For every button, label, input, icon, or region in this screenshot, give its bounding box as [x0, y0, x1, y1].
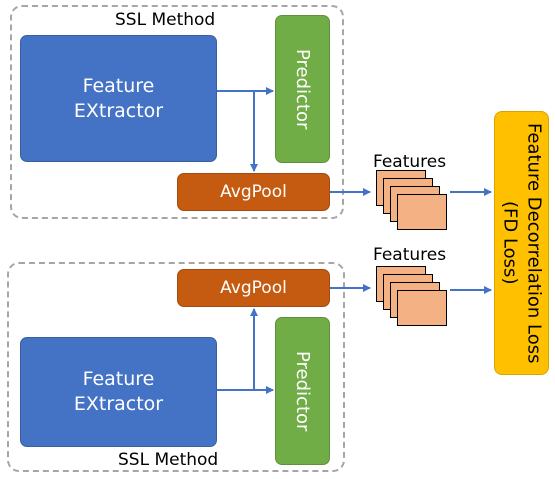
fd-loss-box: Feature Decorrelation Loss(FD Loss) — [494, 111, 549, 375]
top-ssl-method-frame — [10, 5, 344, 219]
top-avgpool-label: AvgPool — [220, 182, 287, 202]
bottom-avgpool-label: AvgPool — [220, 278, 287, 298]
bottom-ssl-method-title: SSL Method — [118, 450, 219, 470]
top-extractor-line-2: EXtractor — [73, 99, 164, 122]
top-ssl-method-title: SSL Method — [115, 10, 216, 30]
bottom-extractor-line-1: Feature — [82, 368, 155, 390]
bottom-avgpool: AvgPool — [177, 269, 330, 307]
fd-loss-abbrev: (FD Loss) — [499, 201, 521, 285]
top-predictor-label: Predictor — [292, 48, 313, 130]
bottom-ssl-method-frame — [7, 262, 345, 472]
bottom-predictor-label: Predictor — [292, 350, 313, 432]
top-feature-map — [397, 194, 447, 230]
fd-loss-label: Feature Decorrelation Loss(FD Loss) — [498, 123, 546, 363]
bottom-features-label: Features — [373, 245, 447, 265]
top-predictor: Predictor — [275, 15, 330, 163]
top-features-label: Features — [373, 152, 447, 172]
top-extractor-line-1: Feature — [82, 74, 155, 97]
bottom-predictor: Predictor — [275, 317, 330, 465]
fd-loss-title: Feature Decorrelation Loss — [523, 122, 545, 364]
bottom-feature-map — [397, 290, 447, 326]
bottom-extractor-line-2: EXtractor — [73, 393, 164, 415]
top-avgpool: AvgPool — [177, 173, 330, 211]
